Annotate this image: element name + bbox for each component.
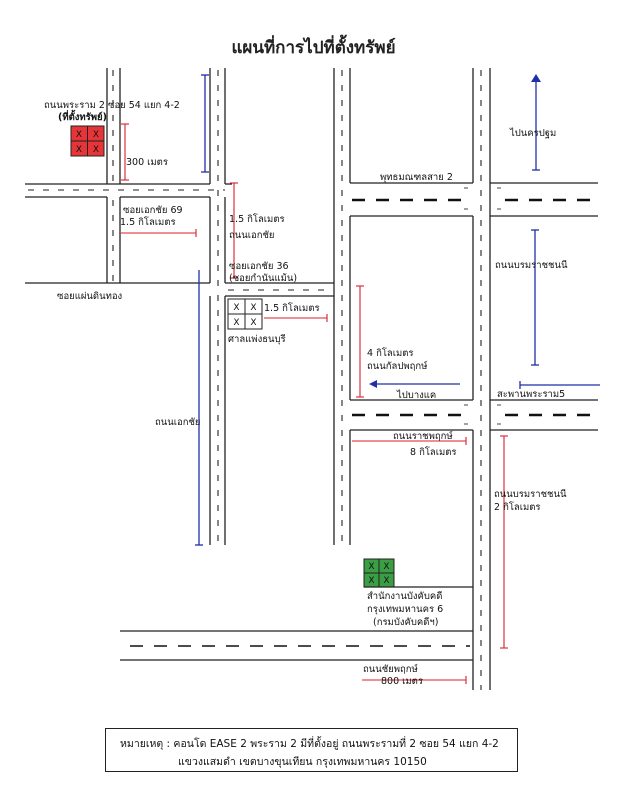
property-marker: X X X X bbox=[70, 125, 105, 157]
court-marker: X X X X bbox=[227, 298, 263, 330]
label-dist-1-5-c: 1.5 กิโลเมตร bbox=[264, 302, 320, 314]
x-mark: X bbox=[76, 145, 82, 155]
label-road-chaiyaphruek: ถนนชัยพฤกษ์ bbox=[363, 663, 418, 675]
x-mark: X bbox=[383, 562, 389, 572]
label-borommaratchachonnani-2: ถนนบรมราชชนนี bbox=[494, 488, 567, 500]
label-office-line1: สำนักงานบังคับคดี bbox=[367, 590, 442, 602]
map-title: แผนที่การไปที่ตั้งทรัพย์ bbox=[231, 38, 396, 58]
intersection-marks bbox=[464, 187, 501, 425]
label-dist-800: 800 เมตร bbox=[381, 676, 423, 687]
label-dist-4-km: 4 กิโลเมตร bbox=[367, 347, 414, 359]
label-soi-phaen-din-thong: ซอยแผ่นดินทอง bbox=[57, 291, 122, 302]
soi-horizontal-top bbox=[25, 183, 232, 198]
label-dist-1-5-a: 1.5 กิโลเมตร bbox=[120, 216, 176, 228]
label-rama5-bridge: สะพานพระราม5 bbox=[497, 389, 565, 400]
label-soi-ekkachai-69: ซอยเอกชัย 69 bbox=[123, 205, 183, 216]
arrow-up-icon bbox=[531, 74, 541, 82]
rama5-road bbox=[350, 399, 598, 431]
x-mark: X bbox=[233, 318, 239, 328]
label-road-kanlapaphruek: ถนนกัลปพฤกษ์ bbox=[367, 360, 428, 372]
label-soi-ekkachai-36: ซอยเอกชัย 36 bbox=[229, 261, 289, 272]
x-mark: X bbox=[368, 576, 374, 586]
map-labels: ถนนพระราม 2 ซอย 54 แยก 4-2 (ที่ตั้งทรัพย… bbox=[44, 100, 568, 687]
label-soi-kamnan-maen: (ซอยกำนันแม้น) bbox=[229, 273, 297, 284]
kanlapaphruek-road bbox=[333, 68, 351, 545]
x-mark: X bbox=[76, 130, 82, 140]
label-road-ekkachai-top: ถนนเอกชัย bbox=[229, 230, 274, 241]
label-borommaratchachonnani: ถนนบรมราชชนนี bbox=[495, 259, 568, 271]
soi-54-road bbox=[106, 68, 121, 283]
x-mark: X bbox=[368, 562, 374, 572]
x-mark: X bbox=[93, 130, 99, 140]
label-to-nakhon-pathom: ไปนครปฐม bbox=[509, 127, 556, 139]
buddhamonthon-sai-2-road bbox=[350, 182, 598, 217]
label-to-bang-khae: ไปบางแค bbox=[396, 389, 436, 401]
label-buddhamonthon: พุทธมณฑลสาย 2 bbox=[380, 172, 453, 183]
chaiyaphruek-road bbox=[120, 630, 473, 661]
x-mark: X bbox=[233, 303, 239, 313]
direction-lines bbox=[195, 74, 600, 546]
label-office-line3: (กรมบังคับคดีฯ) bbox=[373, 616, 438, 628]
note-box: หมายเหตุ : คอนโด EASE 2 พระราม 2 มีที่ตั… bbox=[105, 728, 518, 772]
note-line-2: แขวงแสมดำ เขตบางขุนเทียน กรุงเทพมหานคร 1… bbox=[178, 756, 427, 768]
label-road-ratchaphruek: ถนนราชพฤกษ์ bbox=[393, 430, 453, 442]
label-road-ekkachai-mid: ถนนเอกชัย bbox=[155, 417, 200, 428]
x-mark: X bbox=[250, 318, 256, 328]
x-mark: X bbox=[250, 303, 256, 313]
label-dist-8-km: 8 กิโลเมตร bbox=[410, 446, 457, 458]
borommaratchachonnani-road bbox=[472, 68, 491, 690]
label-property-road: ถนนพระราม 2 ซอย 54 แยก 4-2 bbox=[44, 100, 180, 111]
label-dist-2-km: 2 กิโลเมตร bbox=[494, 501, 541, 513]
arrow-left-icon bbox=[369, 380, 377, 388]
label-property-tag: (ที่ตั้งทรัพย์) bbox=[58, 109, 107, 123]
x-mark: X bbox=[383, 576, 389, 586]
label-san-phaeng: ศาลแพ่งธนบุรี bbox=[228, 333, 286, 345]
label-dist-300: 300 เมตร bbox=[126, 157, 168, 168]
office-marker: X X X X bbox=[363, 558, 473, 588]
soi-phaen-din-thong-road bbox=[25, 282, 334, 297]
x-mark: X bbox=[93, 145, 99, 155]
dimension-lines bbox=[121, 123, 508, 684]
label-dist-1-5-b: 1.5 กิโลเมตร bbox=[229, 213, 285, 225]
label-office-line2: กรุงเทพมหานคร 6 bbox=[367, 604, 443, 615]
ekkachai-road bbox=[209, 68, 226, 545]
note-line-1: หมายเหตุ : คอนโด EASE 2 พระราม 2 มีที่ตั… bbox=[120, 738, 499, 750]
